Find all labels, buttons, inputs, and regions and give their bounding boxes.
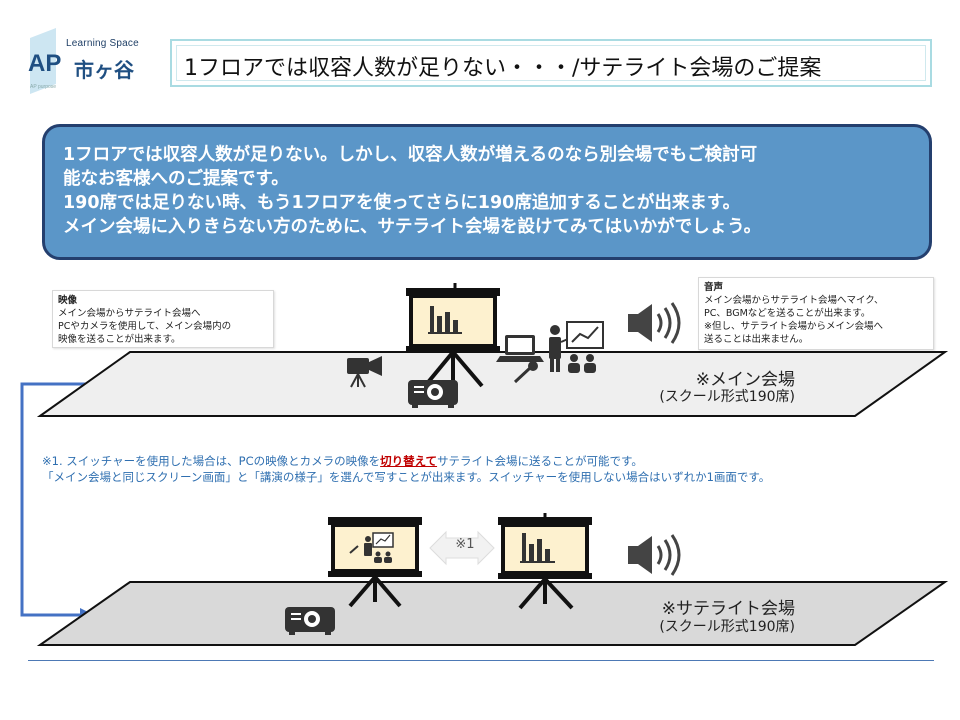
summary-line-2: 能なお客様へのご提案です。 bbox=[63, 169, 289, 189]
satellite-presenter-screen-icon bbox=[328, 517, 422, 608]
main-camera-icon bbox=[347, 356, 382, 388]
main-venue-capacity: (スクール形式190席) bbox=[659, 389, 795, 405]
note-video-line-1: メイン会場からサテライト会場へ bbox=[58, 308, 201, 319]
logo-shape-icon bbox=[30, 28, 56, 94]
satellite-speaker-icon bbox=[628, 534, 681, 576]
main-projector-icon bbox=[408, 380, 458, 408]
switch-marker-label: ※1 bbox=[455, 537, 475, 552]
main-projector-screen-icon bbox=[406, 283, 500, 388]
connector-line bbox=[20, 382, 120, 617]
note-audio-heading: 音声 bbox=[704, 282, 724, 293]
logo: Learning Space AP 市ヶ谷 AP purpose bbox=[22, 28, 157, 98]
summary-line-4: メイン会場に入りきらない方のために、サテライト会場を設けてみてはいかがでしょう。 bbox=[63, 217, 762, 237]
title-box: 1フロアでは収容人数が足りない・・・/サテライト会場のご提案 bbox=[170, 39, 932, 87]
switcher-emphasis: 切り替えて bbox=[380, 454, 438, 468]
main-audience-icon bbox=[568, 354, 596, 373]
main-floor bbox=[36, 351, 949, 417]
note-video-line-2: PCやカメラを使用して、メイン会場内の bbox=[58, 321, 232, 332]
note-audio: 音声 メイン会場からサテライト会場へマイク、 PC、BGMなどを送ることが出来ま… bbox=[698, 277, 934, 350]
satellite-floor bbox=[36, 581, 949, 646]
note-video: 映像 メイン会場からサテライト会場へ PCやカメラを使用して、メイン会場内の 映… bbox=[52, 290, 274, 348]
note-audio-line-3: ※但し、サテライト会場からメイン会場へ bbox=[704, 321, 883, 332]
logo-brand-mark: AP bbox=[28, 50, 62, 77]
switcher-line-1: ※1. スイッチャーを使用した場合は、PCの映像とカメラの映像を切り替えてサテラ… bbox=[42, 453, 942, 469]
main-laptop-icon bbox=[496, 335, 544, 362]
main-presenter-icon bbox=[549, 321, 604, 372]
logo-tagline: AP purpose bbox=[30, 84, 57, 90]
summary-callout: 1フロアでは収容人数が足りない。しかし、収容人数が増えるのなら別会場でもご検討可… bbox=[42, 124, 932, 260]
switcher-line-1-before: ※1. スイッチャーを使用した場合は、PCの映像とカメラの映像を bbox=[42, 454, 381, 468]
note-video-line-3: 映像を送ることが出来ます。 bbox=[58, 334, 181, 345]
satellite-venue-label: ※サテライト会場 bbox=[661, 599, 795, 619]
satellite-venue-capacity: (スクール形式190席) bbox=[659, 619, 795, 635]
footer-divider bbox=[28, 660, 934, 661]
note-video-heading: 映像 bbox=[58, 295, 78, 306]
summary-line-1: 1フロアでは収容人数が足りない。しかし、収容人数が増えるのなら別会場でもご検討可 bbox=[63, 145, 758, 165]
satellite-chart-screen-icon bbox=[498, 513, 592, 610]
summary-line-3: 190席では足りない時、もう1フロアを使ってさらに190席追加することが出来ます… bbox=[63, 193, 741, 213]
main-speaker-icon bbox=[628, 302, 681, 344]
note-audio-line-2: PC、BGMなどを送ることが出来ます。 bbox=[704, 308, 871, 319]
main-venue-label: ※メイン会場 bbox=[695, 370, 795, 390]
switcher-note: ※1. スイッチャーを使用した場合は、PCの映像とカメラの映像を切り替えてサテラ… bbox=[42, 453, 942, 485]
switcher-line-2: 「メイン会場と同じスクリーン画面」と「講演の様子」を選んで写すことが出来ます。ス… bbox=[42, 470, 771, 484]
logo-brand-jp: 市ヶ谷 bbox=[74, 58, 134, 82]
switcher-line-1-after: サテライト会場に送ることが可能です。 bbox=[437, 454, 643, 468]
logo-brand-top: Learning Space bbox=[66, 38, 139, 49]
page-title: 1フロアでは収容人数が足りない・・・/サテライト会場のご提案 bbox=[184, 56, 822, 81]
satellite-projector-icon bbox=[285, 607, 335, 635]
title-box-inner bbox=[176, 45, 926, 81]
switch-arrow-double-icon bbox=[429, 530, 495, 566]
note-audio-line-4: 送ることは出来ません。 bbox=[704, 334, 809, 345]
main-microphone-icon bbox=[513, 361, 538, 384]
note-audio-line-1: メイン会場からサテライト会場へマイク、 bbox=[704, 295, 884, 306]
